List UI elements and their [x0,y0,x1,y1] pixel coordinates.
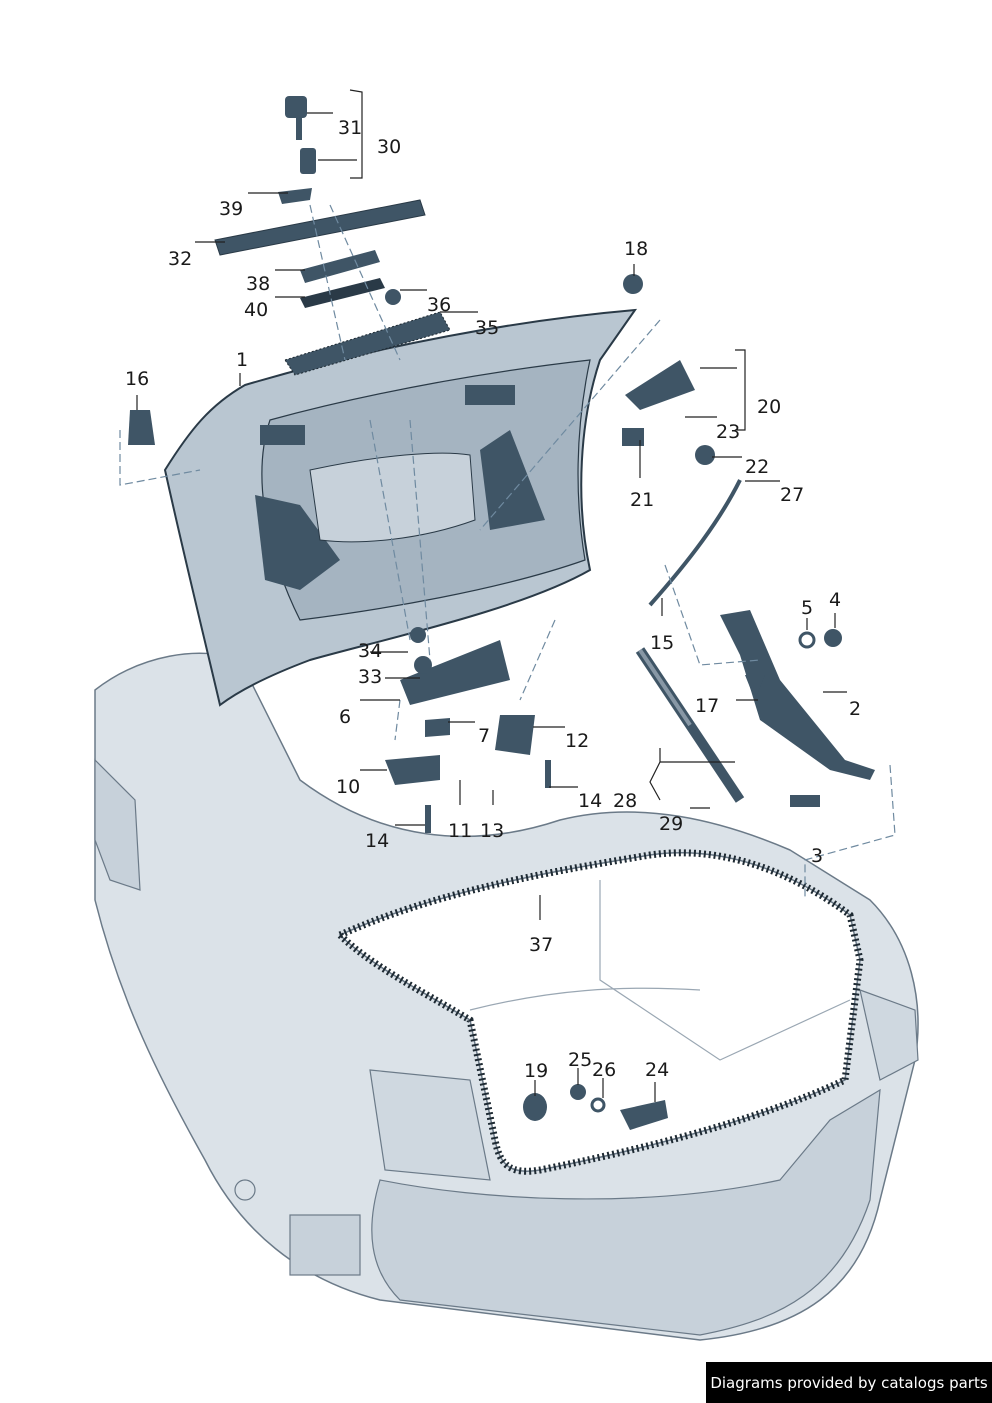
callout-label: 18 [624,238,648,260]
callout-label: 39 [219,198,243,220]
callout-label: 31 [338,117,362,139]
callout-label: 15 [650,632,674,654]
callout-label: 25 [568,1049,592,1071]
callout-label: 34 [358,640,382,662]
callout-labels: 1 2 3 4 5 6 7 10 11 12 13 14 14 15 16 17… [125,117,861,1082]
callout-label: 20 [757,396,781,418]
callout-label: 36 [427,294,451,316]
callout-label: 17 [695,695,719,717]
callout-label: 37 [529,934,553,956]
callout-label: 5 [801,597,813,619]
callout-label: 14 [365,830,389,852]
car-rear-body [94,652,919,1341]
callout-label: 40 [244,299,268,321]
callout-label: 26 [592,1059,616,1081]
callout-label: 23 [716,421,740,443]
callout-label: 21 [630,489,654,511]
callout-label: 16 [125,368,149,390]
diagram-credit: Diagrams provided by catalogs parts [706,1362,992,1403]
callout-label: 14 [578,790,602,812]
callout-label: 24 [645,1059,669,1081]
callout-label: 28 [613,790,637,812]
callout-label: 38 [246,273,270,295]
callout-label: 1 [236,349,248,371]
hardware-parts [128,360,875,1130]
callout-label: 29 [659,813,683,835]
callout-label: 3 [811,845,823,867]
callout-label: 11 [448,820,472,842]
callout-label: 35 [475,317,499,339]
callout-label: 22 [745,456,769,478]
callout-label: 13 [480,820,504,842]
callout-label: 12 [565,730,589,752]
callout-label: 30 [377,136,401,158]
leader-lines [136,89,847,1102]
callout-label: 19 [524,1060,548,1082]
handle-parts [214,96,643,376]
callout-label: 10 [336,776,360,798]
callout-label: 27 [780,484,804,506]
callout-label: 7 [478,725,490,747]
callout-label: 4 [829,589,841,611]
callout-label: 6 [339,706,351,728]
exploded-lines [119,204,896,900]
callout-label: 33 [358,666,382,688]
callout-label: 32 [168,248,192,270]
callout-label: 2 [849,698,861,720]
trunk-lid [163,308,638,707]
